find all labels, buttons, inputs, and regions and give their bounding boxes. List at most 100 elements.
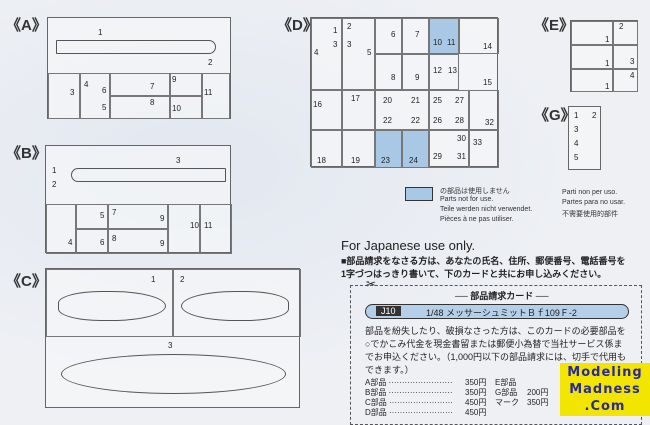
card-body-3: でお申込ください。（1,000円以下の部品請求には、切手で代用も (365, 352, 627, 362)
sprue-a: 1 2 3 4 5 6 7 8 9 10 11 (47, 17, 231, 119)
wing-upper-right-part (181, 291, 289, 321)
japanese-note-line1: ■部品請求をなさる方は、あなたの氏名、住所、郵便番号、電話番号を (341, 256, 626, 266)
kit-code: J10 (376, 306, 401, 316)
card-body-1: 部品を紛失したり、破損なさった方は、このカードの必要部品を (365, 326, 626, 336)
part-number: 27 (455, 96, 464, 105)
part-number: 2 (619, 22, 624, 31)
part-number: 6 (100, 238, 105, 247)
product-banner: J10 1/48 メッサーシュミットＢｆ109Ｆ-2 (365, 304, 629, 319)
legend-jp: の部品は使用しません (440, 188, 510, 195)
part-number: 1 (333, 26, 338, 35)
part-number: 32 (485, 118, 494, 127)
part-number: 3 (333, 40, 338, 49)
not-for-use-swatch (405, 187, 433, 201)
fuselage-half-part (56, 40, 216, 54)
card-title: ── 部品請求カード ── (455, 291, 549, 301)
product-name: 1/48 メッサーシュミットＢｆ109Ｆ-2 (426, 308, 577, 318)
wing-upper-left-part (58, 291, 166, 321)
not-for-use-part (429, 18, 459, 54)
part-number: 25 (433, 96, 442, 105)
part-number: 7 (415, 30, 420, 39)
fuselage-half-part (71, 168, 226, 182)
legend-en: Parts not for use. (440, 196, 494, 203)
japanese-use-heading: For Japanese use only. (341, 238, 476, 253)
part-number: 5 (367, 48, 372, 57)
sprue-e-label: 《E》 (534, 17, 575, 34)
part-number: 10 (190, 221, 199, 230)
part-number: 23 (381, 156, 390, 165)
part-number: 4 (68, 238, 73, 247)
part-number: 4 (314, 48, 319, 57)
part-number: 29 (433, 152, 442, 161)
part-number: 8 (391, 73, 396, 82)
part-number: 20 (383, 96, 392, 105)
price-value: 450円 (465, 398, 487, 407)
part-number: 5 (574, 153, 579, 162)
part-number: 3 (574, 125, 579, 134)
part-number: 19 (351, 156, 360, 165)
sprue-c-label: 《C》 (6, 273, 47, 290)
part-number: 6 (391, 30, 396, 39)
part-number: 16 (313, 100, 322, 109)
part-number: 11 (447, 38, 456, 47)
part-number: 28 (455, 116, 464, 125)
part-number: 7 (150, 82, 155, 91)
part-number: 22 (383, 116, 392, 125)
part-number: 9 (160, 214, 165, 223)
part-number: 11 (204, 221, 213, 230)
part-number: 2 (180, 275, 185, 284)
price-value: 350円 (527, 398, 549, 407)
part-number: 8 (112, 234, 117, 243)
part-number: 30 (457, 134, 466, 143)
part-number: 9 (160, 239, 165, 248)
sprue-c: 1 2 3 (45, 268, 301, 408)
part-number: 1 (605, 35, 610, 44)
card-body-2: ○でかこみ代金を現金書留または郵便小為替で当社サービス係ま (365, 339, 623, 349)
part-number: 5 (100, 211, 105, 220)
price-part: マーク (495, 398, 519, 407)
part-number: 1 (151, 275, 156, 284)
watermark-line: Madness (569, 382, 641, 397)
legend-de: Teile werden nicht verwendet. (440, 206, 533, 213)
modeling-madness-watermark: Modeling Madness .Com (560, 363, 650, 416)
part-number: 1 (52, 166, 57, 175)
part-number: 3 (176, 156, 181, 165)
price-value: 200円 (527, 388, 549, 397)
scissors-icon: ✂ (366, 277, 377, 291)
part-number: 3 (70, 88, 75, 97)
part-number: 17 (351, 94, 360, 103)
japanese-note-line2: 1字づつはっきり書いて、下のカードと共にお申し込みください。 (341, 269, 607, 279)
sprue-g-label: 《G》 (534, 107, 576, 124)
sprue-a-label: 《A》 (6, 17, 47, 34)
part-number: 8 (150, 98, 155, 107)
wing-lower-part (61, 354, 286, 394)
part-number: 4 (630, 71, 635, 80)
part-number: 13 (448, 66, 457, 75)
card-body-4: できます。） (365, 365, 414, 375)
part-number: 2 (208, 58, 213, 67)
price-part: E部品 (495, 378, 517, 387)
sprue-b: 1 2 3 4 5 6 7 8 9 9 10 11 (45, 145, 232, 254)
price-value: 350円 (465, 388, 487, 397)
part-number: 2 (347, 22, 352, 31)
price-part: A部品 ························ (365, 378, 453, 387)
part-number: 1 (605, 82, 610, 91)
part-number: 22 (411, 116, 420, 125)
part-number: 10 (433, 38, 442, 47)
part-number: 33 (473, 138, 482, 147)
part-number: 14 (483, 42, 492, 51)
legend-it: Parti non per uso. (562, 189, 618, 196)
part-number: 26 (433, 116, 442, 125)
part-number: 4 (84, 80, 89, 89)
sprue-e: 1 2 1 3 1 4 (570, 20, 638, 92)
legend-fr: Pièces à ne pas utiliser. (440, 216, 514, 223)
price-part: D部品 ························ (365, 408, 453, 417)
part-number: 11 (204, 88, 213, 97)
part-number: 2 (592, 111, 597, 120)
part-number: 1 (605, 59, 610, 68)
price-part: G部品 (495, 388, 518, 397)
not-for-use-part (402, 130, 429, 168)
sprue-g: 1 2 3 4 5 (568, 106, 601, 170)
price-part: C部品 ························ (365, 398, 453, 407)
